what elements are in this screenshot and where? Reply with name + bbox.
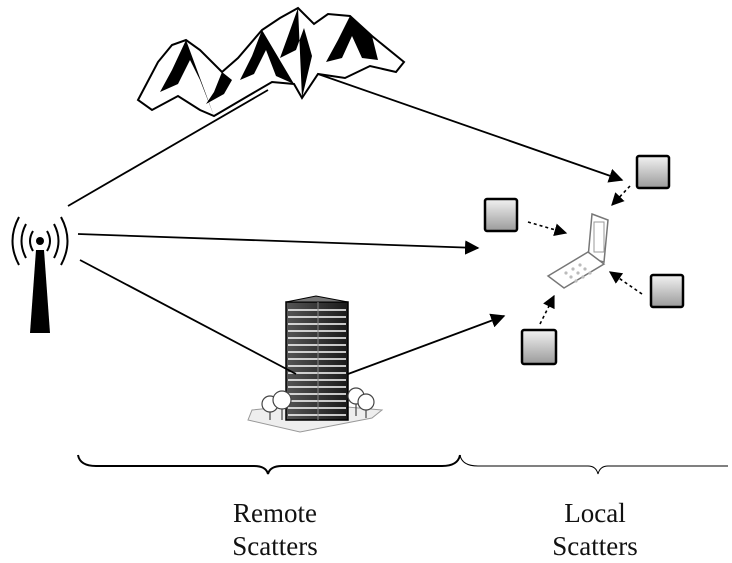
local-scatters-label: Local Scatters bbox=[515, 497, 675, 563]
local-scatters-label-line2: Scatters bbox=[552, 531, 638, 561]
path-antenna-to-mountain bbox=[67, 89, 269, 207]
path-antenna-direct bbox=[77, 233, 480, 255]
local-scatterer-square-icon bbox=[520, 328, 558, 366]
radio-tower-icon bbox=[11, 216, 69, 333]
remote-scatters-label: Remote Scatters bbox=[180, 497, 370, 563]
path-building-to-scatterer bbox=[347, 313, 506, 375]
remote-scatters-label-line2: Scatters bbox=[232, 531, 318, 561]
local-scatters-brace bbox=[459, 454, 728, 475]
path-antenna-to-building bbox=[79, 259, 297, 375]
mobile-phone-icon bbox=[546, 212, 609, 289]
local-scatters-label-line1: Local bbox=[564, 498, 626, 528]
local-scattering-arrows bbox=[527, 185, 643, 325]
remote-scatters-label-line1: Remote bbox=[233, 498, 317, 528]
local-scatterer-square-icon bbox=[483, 197, 519, 233]
office-building-icon bbox=[247, 295, 384, 433]
local-scatterer-square-icon bbox=[649, 273, 685, 309]
path-mountain-to-scatterer bbox=[317, 73, 624, 183]
mountains-icon bbox=[136, 6, 406, 118]
propagation-paths bbox=[67, 73, 624, 375]
local-scatterers bbox=[483, 154, 685, 366]
local-scatterer-square-icon bbox=[635, 154, 671, 190]
remote-scatters-brace bbox=[77, 454, 461, 475]
